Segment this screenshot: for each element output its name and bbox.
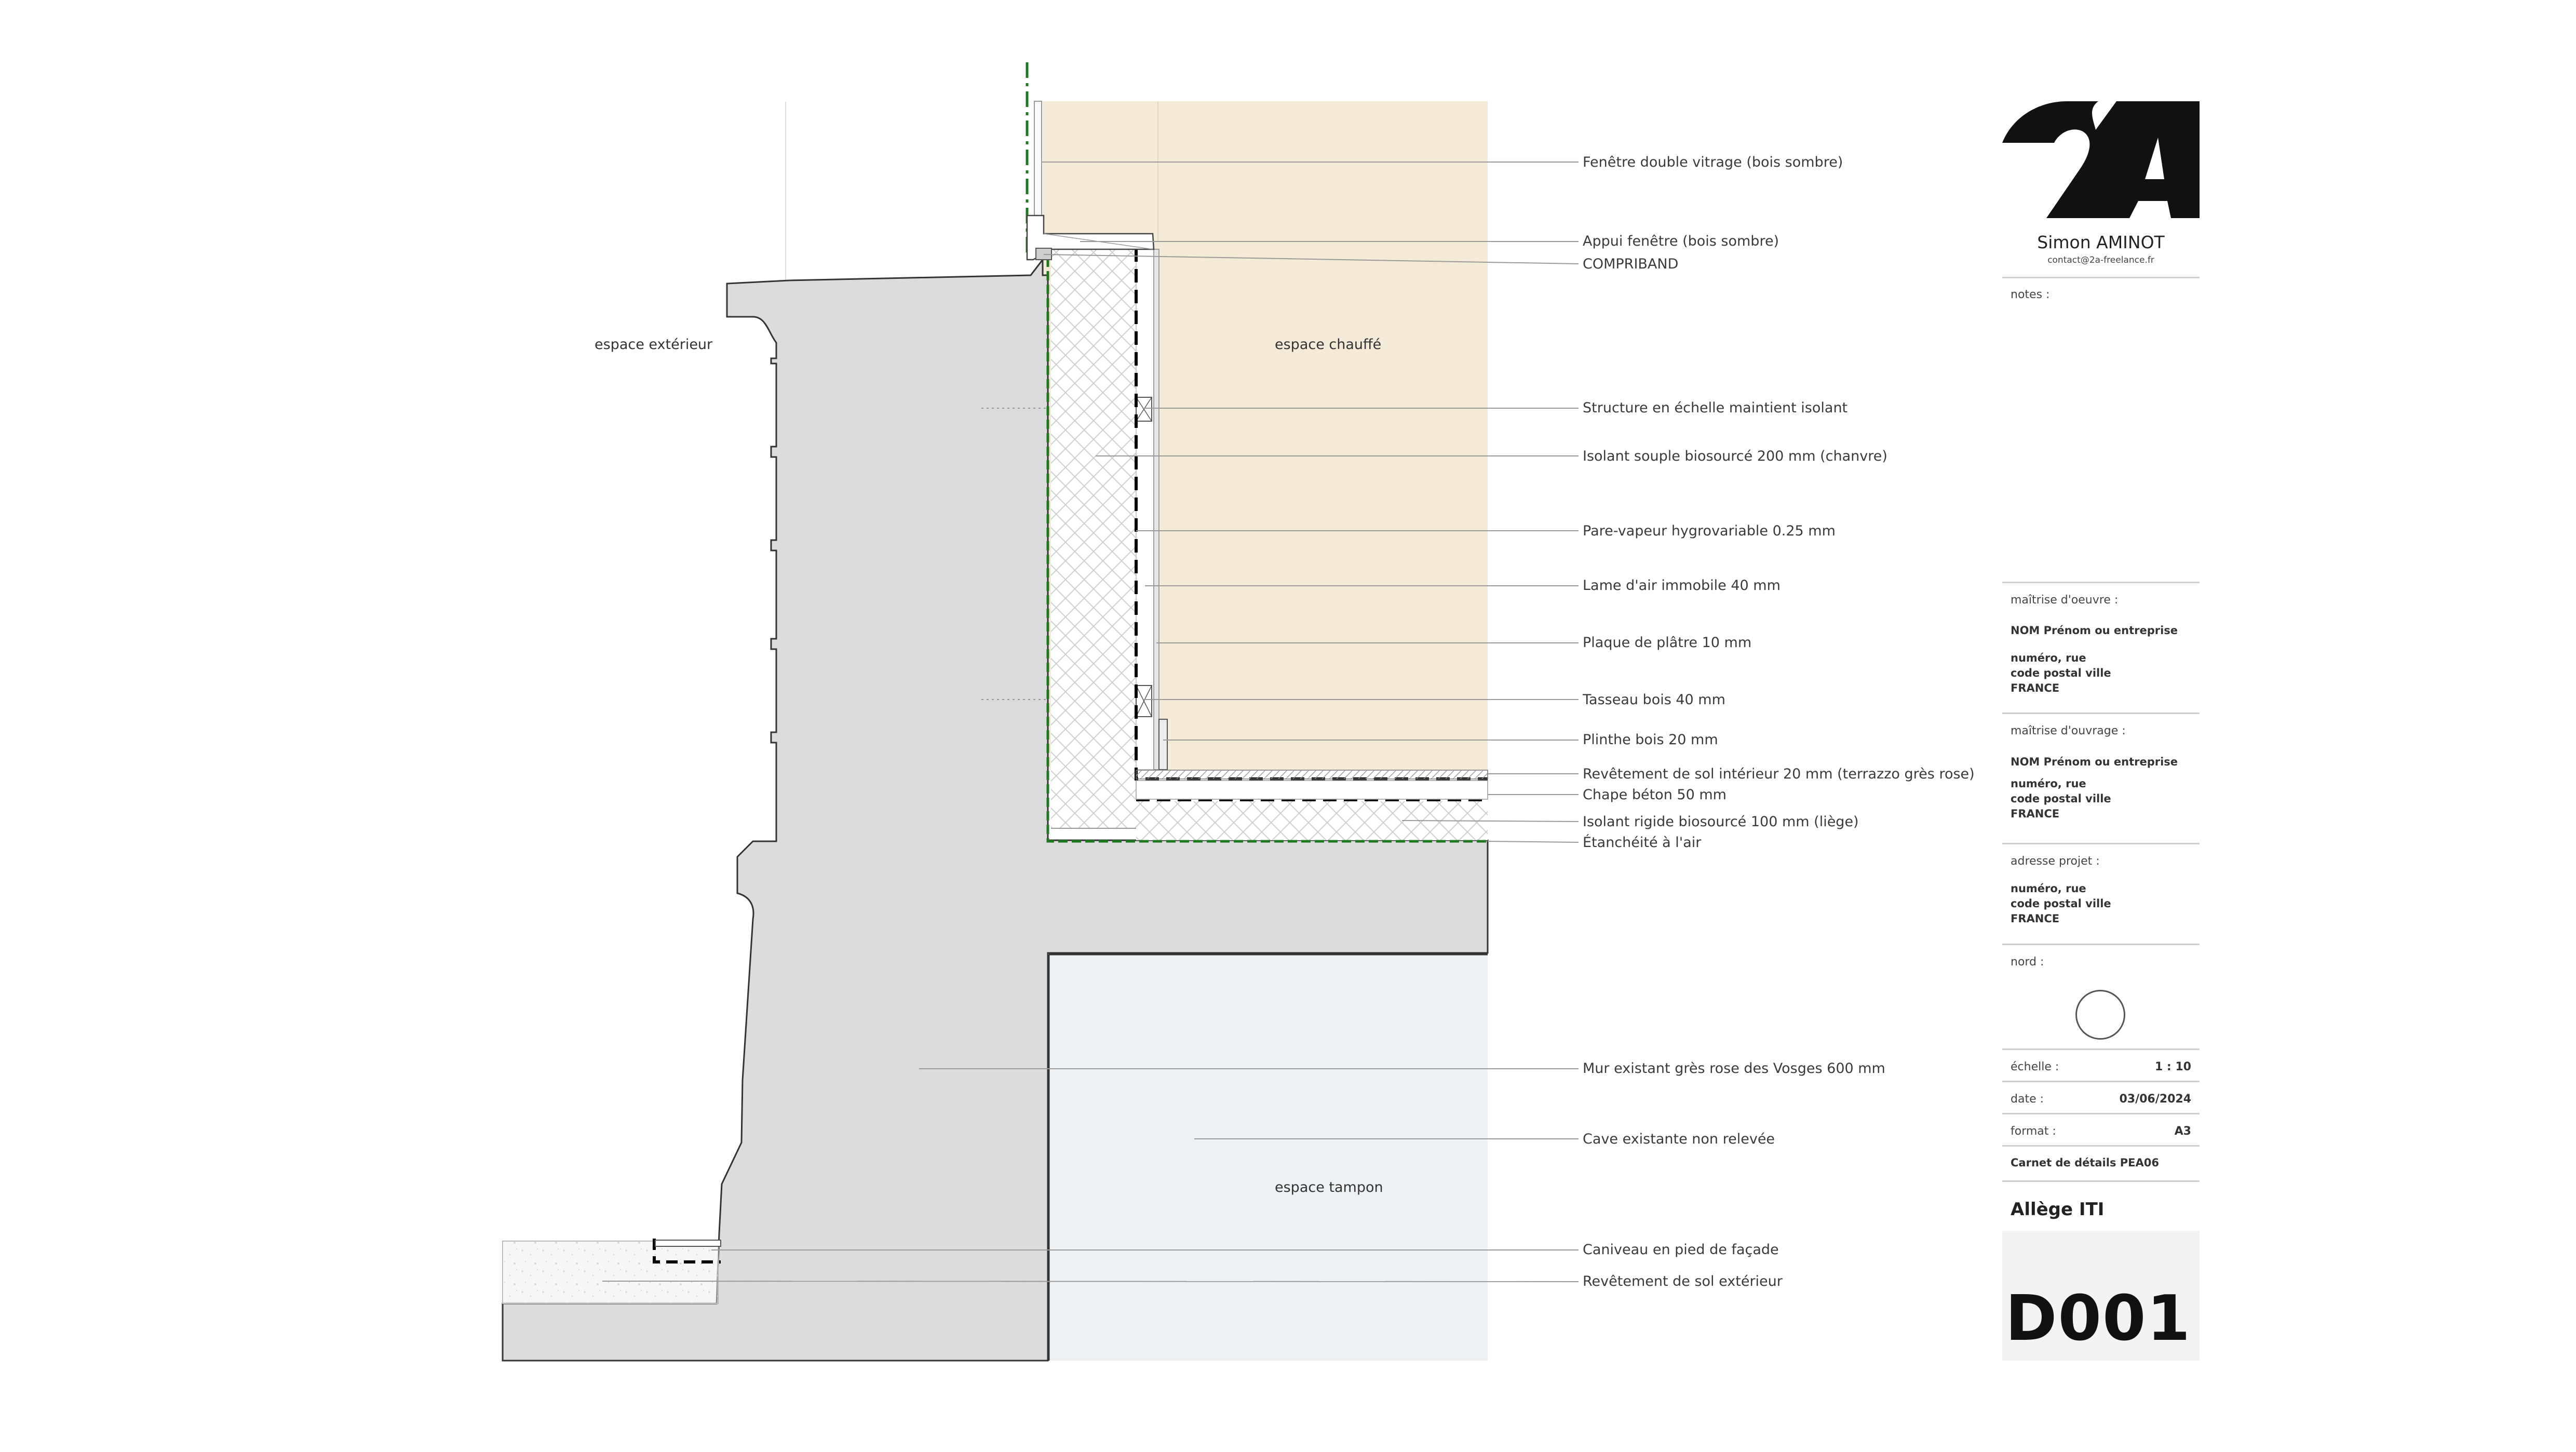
sheet-code-box: D001 (2002, 1231, 2200, 1361)
label-ladder-structure: Structure en échelle maintient isolant (1583, 400, 1848, 416)
skirting (1158, 719, 1168, 770)
format-value: A3 (2174, 1125, 2191, 1138)
gutter-grate (655, 1240, 721, 1247)
moe-address: numéro, rue code postal ville FRANCE (2011, 652, 2111, 694)
wall-insulation-hatch (1051, 247, 1136, 828)
space-label-exterior: espace extérieur (595, 337, 713, 353)
window-sill (1026, 214, 1155, 261)
leader-lines (602, 162, 1579, 1282)
notes-label: notes : (2011, 288, 2050, 301)
air-gap (1136, 249, 1154, 770)
label-cellar: Cave existante non relevée (1583, 1131, 1775, 1147)
booklet-name: Carnet de détails PEA06 (2011, 1157, 2159, 1169)
north-circle-icon (2075, 990, 2125, 1040)
label-skirting: Plinthe bois 20 mm (1583, 732, 1718, 748)
space-label-buffer: espace tampon (1275, 1179, 1383, 1195)
screed (1136, 780, 1488, 800)
label-exterior-floor: Revêtement de sol extérieur (1583, 1273, 1783, 1289)
label-plasterboard: Plaque de plâtre 10 mm (1583, 635, 1752, 651)
mo-label: maîtrise d'ouvrage : (2011, 724, 2126, 737)
window-glazing (1034, 101, 1042, 221)
compriband (1035, 248, 1052, 260)
label-vapour-barrier: Pare-vapeur hygrovariable 0.25 mm (1583, 523, 1836, 539)
moe-name: NOM Prénom ou entreprise (2011, 624, 2178, 637)
date-label: date : (2011, 1093, 2044, 1106)
label-airtight: Étanchéité à l'air (1583, 835, 1702, 851)
project-address: numéro, rue code postal ville FRANCE (2011, 882, 2111, 925)
moe-label: maîtrise d'oeuvre : (2011, 594, 2119, 607)
plasterboard (1153, 249, 1159, 770)
existing-wall-section (502, 257, 1489, 1362)
mo-address: numéro, rue code postal ville FRANCE (2011, 777, 2111, 820)
sheet-title: Allège ITI (2011, 1199, 2105, 1220)
label-floor-finish: Revêtement de sol intérieur 20 mm (terra… (1583, 766, 1975, 782)
author-name: Simon AMINOT (2037, 232, 2165, 252)
logo-shape (2002, 101, 2200, 218)
label-existing-wall: Mur existant grès rose des Vosges 600 mm (1583, 1060, 1885, 1077)
north-label: nord : (2011, 956, 2044, 969)
label-window-sill: Appui fenêtre (bois sombre) (1583, 233, 1779, 249)
sheet-code: D001 (2005, 1283, 2191, 1355)
gutter (653, 1239, 721, 1263)
label-screed: Chape béton 50 mm (1583, 787, 1727, 803)
project-label: adresse projet : (2011, 855, 2100, 868)
buffer-space-fill (1049, 954, 1488, 1361)
exterior-ground-base (503, 1241, 718, 1303)
label-air-gap: Lame d'air immobile 40 mm (1583, 577, 1781, 594)
label-window: Fenêtre double vitrage (bois sombre) (1583, 154, 1843, 170)
label-compriband: COMPRIBAND (1583, 256, 1679, 272)
title-block: Simon AMINOT contact@2a-freelance.fr not… (2002, 101, 2200, 1361)
airtight-line (1046, 244, 1488, 843)
date-value: 03/06/2024 (2119, 1093, 2191, 1106)
mo-name: NOM Prénom ou entreprise (2011, 756, 2178, 768)
logo-2a (2002, 101, 2200, 218)
label-hemp-insulation: Isolant souple biosourcé 200 mm (chanvre… (1583, 448, 1887, 464)
space-label-heated: espace chauffé (1275, 337, 1382, 353)
label-batten: Tasseau bois 40 mm (1583, 692, 1725, 708)
scale-label: échelle : (2011, 1060, 2059, 1073)
author-email: contact@2a-freelance.fr (2047, 255, 2154, 265)
label-gutter: Caniveau en pied de façade (1583, 1242, 1779, 1258)
label-cork-insulation: Isolant rigide biosourcé 100 mm (liège) (1583, 814, 1859, 830)
scale-value: 1 : 10 (2154, 1060, 2191, 1073)
floor-finish (1136, 770, 1488, 779)
format-label: format : (2011, 1125, 2056, 1138)
